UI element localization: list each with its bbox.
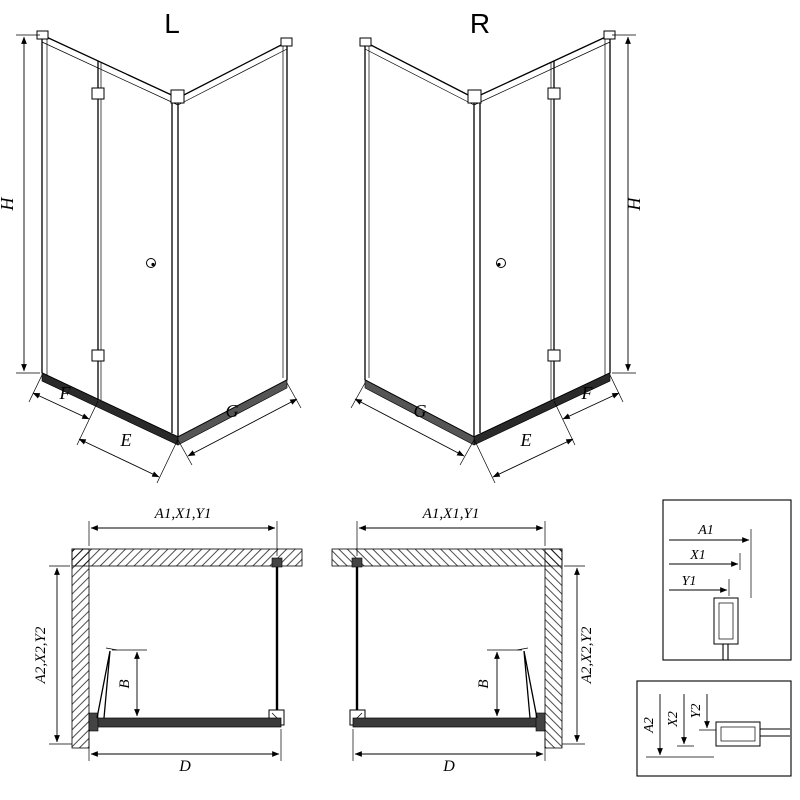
plan-right-total-width-label: D: [442, 758, 455, 775]
wall-profile-inner: [718, 602, 734, 640]
x1-label: X1: [689, 548, 706, 563]
height-label-right: H: [624, 197, 644, 212]
wall-profile-inner-2: [720, 726, 756, 742]
a1-label: A1: [697, 523, 714, 538]
plan-left-depth-label: A2,X2,Y2: [33, 626, 49, 684]
iso-view-right: R H F E G: [351, 8, 644, 483]
detail-box-width: A1 X1 Y1: [662, 499, 792, 661]
plan-right-width-label: A1,X1,Y1: [422, 506, 480, 522]
x2-label: X2: [666, 711, 681, 728]
variant-right-label: R: [470, 8, 490, 39]
wall-profile-section: [713, 597, 739, 645]
iso-view-left: L H F E G: [0, 8, 301, 483]
fixed-label-left: F: [59, 383, 72, 403]
plan-left-width-label: A1,X1,Y1: [154, 506, 212, 522]
height-label-left: H: [0, 197, 17, 212]
y1-label: Y1: [682, 574, 697, 589]
a2-label: A2: [642, 717, 657, 734]
side-label-left: G: [226, 401, 239, 421]
entry-label-left: E: [120, 430, 132, 450]
detail-box-depth: A2 X2 Y2: [636, 680, 792, 777]
plan-right-door-label: B: [476, 679, 492, 688]
variant-left-label: L: [164, 8, 180, 39]
plan-left-door-label: B: [117, 679, 133, 688]
side-label-right: G: [414, 401, 427, 421]
entry-label-right: E: [520, 430, 532, 450]
wall-profile-section-2: [715, 721, 761, 747]
plan-right-geometry: [332, 521, 585, 761]
plan-left-total-width-label: D: [178, 758, 191, 775]
plan-view-left: A1,X1,Y1 A2,X2,Y2 B D: [33, 506, 302, 775]
y2-label: Y2: [689, 704, 704, 719]
plan-left-geometry: [49, 521, 302, 761]
iso-right-geometry: [351, 31, 636, 483]
iso-left-geometry: [16, 31, 301, 483]
fixed-label-right: F: [581, 383, 594, 403]
plan-right-depth-label: A2,X2,Y2: [579, 626, 595, 684]
plan-view-right: A1,X1,Y1 A2,X2,Y2 B D: [332, 506, 595, 775]
